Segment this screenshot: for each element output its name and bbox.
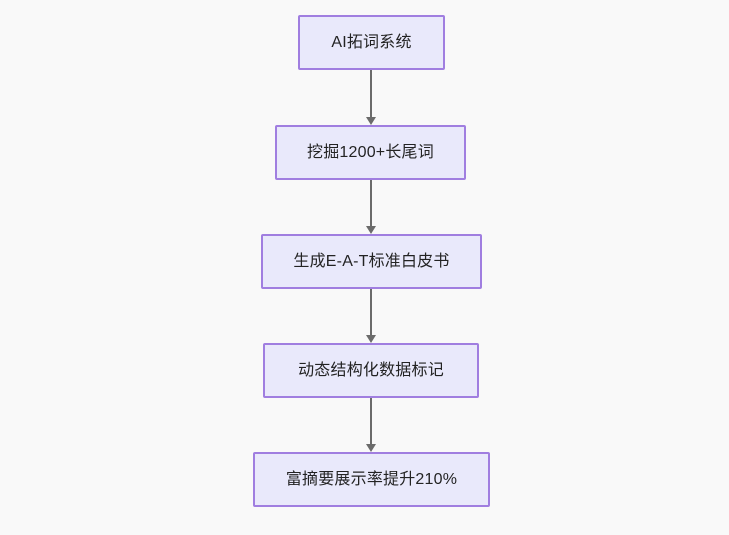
flow-connector-3 bbox=[365, 289, 377, 343]
flow-connector-2 bbox=[365, 180, 377, 234]
arrow-head-icon bbox=[366, 226, 376, 234]
connector-line bbox=[370, 289, 372, 336]
flow-node-label: 生成E-A-T标准白皮书 bbox=[293, 252, 450, 270]
connector-line bbox=[370, 70, 372, 118]
arrow-head-icon bbox=[366, 117, 376, 125]
flow-connector-4 bbox=[365, 398, 377, 452]
arrow-head-icon bbox=[366, 444, 376, 452]
arrow-head-icon bbox=[366, 335, 376, 343]
flow-node-label: 动态结构化数据标记 bbox=[298, 361, 444, 379]
flow-node-label: 挖掘1200+长尾词 bbox=[307, 143, 434, 161]
flow-node-mine-longtail-keywords[interactable]: 挖掘1200+长尾词 bbox=[275, 125, 466, 180]
flow-node-dynamic-structured-data-markup[interactable]: 动态结构化数据标记 bbox=[263, 343, 479, 398]
flow-node-generate-eat-whitepaper[interactable]: 生成E-A-T标准白皮书 bbox=[261, 234, 482, 289]
flow-node-label: AI拓词系统 bbox=[331, 33, 412, 51]
connector-line bbox=[370, 180, 372, 227]
flow-connector-1 bbox=[365, 70, 377, 125]
flow-node-rich-snippet-impression-lift[interactable]: 富摘要展示率提升210% bbox=[253, 452, 490, 507]
flow-node-label: 富摘要展示率提升210% bbox=[285, 470, 458, 488]
connector-line bbox=[370, 398, 372, 445]
flow-node-ai-keyword-system[interactable]: AI拓词系统 bbox=[298, 15, 445, 70]
